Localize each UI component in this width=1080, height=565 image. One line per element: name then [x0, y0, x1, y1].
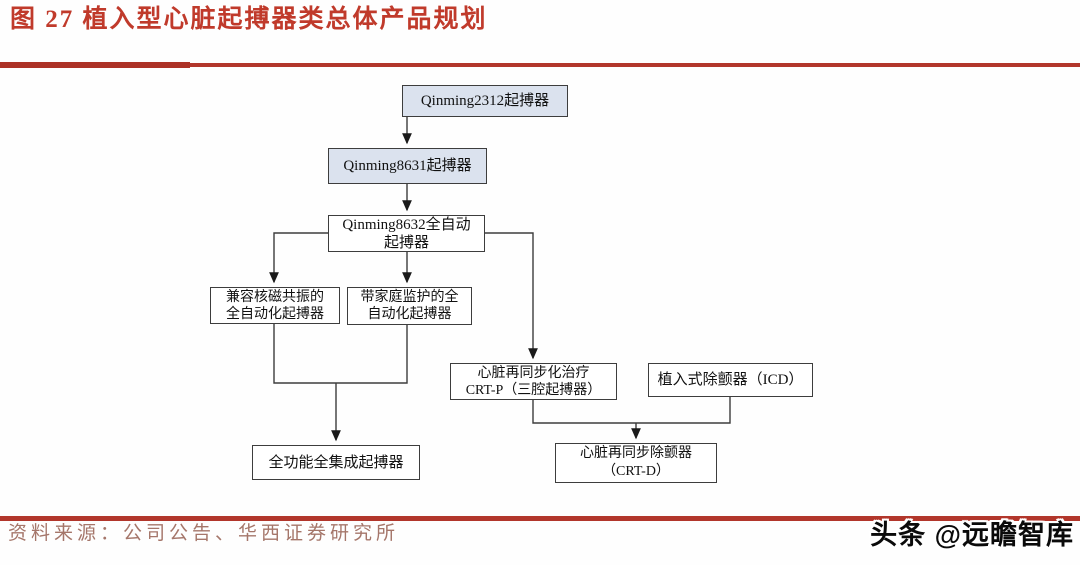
node-qinming8631: Qinming8631起搏器	[328, 148, 487, 184]
watermark-toutiao: 头条 @远瞻智库	[870, 520, 1074, 550]
node-qinming8632: Qinming8632全自动 起搏器	[328, 215, 485, 252]
node-qinming2312: Qinming2312起搏器	[402, 85, 568, 117]
top-rule-left-segment	[0, 62, 190, 68]
node-full-integrated: 全功能全集成起搏器	[252, 445, 420, 480]
edge-join-left	[273, 324, 408, 384]
figure-title: 图 27 植入型心脏起搏器类总体产品规划	[10, 6, 488, 33]
bottom-rule	[0, 516, 1080, 521]
node-home-monitoring: 带家庭监护的全 自动化起搏器	[347, 287, 472, 325]
edge-8632-to-mri	[269, 232, 328, 284]
top-rule	[0, 63, 1080, 67]
node-icd: 植入式除颤器（ICD）	[648, 363, 813, 397]
edge-8632-to-crtp	[485, 232, 538, 360]
node-crt-p: 心脏再同步化治疗 CRT-P（三腔起搏器）	[450, 363, 617, 400]
figure-source: 资料来源：公司公告、华西证券研究所	[8, 523, 400, 544]
edge-join-right	[532, 397, 731, 424]
node-crt-d: 心脏再同步除颤器 （CRT-D）	[555, 443, 717, 483]
node-mri-compatible: 兼容核磁共振的 全自动化起搏器	[210, 287, 340, 324]
